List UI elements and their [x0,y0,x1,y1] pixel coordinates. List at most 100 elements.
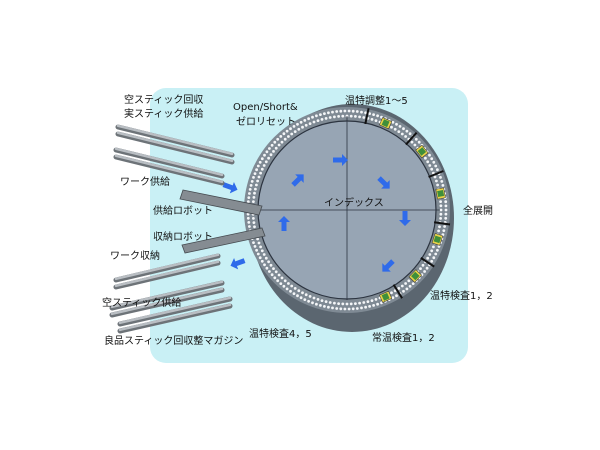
blue-arrow-icon [222,182,238,194]
ring-dot [337,115,340,118]
ring-dot [301,291,304,295]
label-temp-adjust: 温特調整1～5 [345,96,408,107]
ring-dot [421,263,425,267]
ring-dot [380,301,383,305]
ring-dot [272,150,275,153]
ring-dot [324,117,328,120]
ring-dot [333,301,336,305]
ring-dot [324,300,328,303]
ring-dot [258,256,262,260]
station-tick [364,108,370,125]
ring-dot [250,180,254,183]
ring-dot [426,256,430,260]
ring-dot [443,225,446,228]
arrow-shape [399,211,411,226]
ring-dot [345,302,349,306]
ring-dot [290,132,294,136]
label-index: インデックス [324,198,384,209]
blue-arrow-icon [382,259,395,272]
ring-dot [297,289,301,293]
ring-dot [257,175,261,179]
arrow-shape [230,258,246,270]
ring-dot [376,114,379,118]
ring-dot [273,276,277,280]
ring-dot [444,208,448,212]
ring-dot [360,110,363,114]
ring-dot [252,196,256,199]
ring-dot [319,113,322,116]
ring-dot [351,109,355,113]
ring-dot [258,160,262,164]
ring-dot [432,160,436,164]
ring-dot [297,127,301,131]
ring-dot [301,125,304,129]
ring-dot [343,109,347,113]
ring-dot [433,175,437,179]
ring-pocket-dots [246,109,448,311]
ring-dot [430,157,434,161]
ring-dot [267,156,270,160]
ring-dot [419,267,422,270]
ring-dot [249,184,253,187]
ring-dot [307,299,310,303]
ring-dot [335,110,339,113]
ring-dot [372,304,375,307]
stick-good-magazine-1 [118,296,232,325]
ring-dot [272,267,275,270]
ring-dot [434,164,438,168]
ring-dot [364,305,367,309]
ring-dot [316,119,320,122]
station-ticks [364,108,451,299]
ring-dot [438,225,441,229]
ring-dot [425,266,429,270]
ring-dot [277,143,281,147]
robot-arms [179,189,266,254]
ring-dot [252,221,256,225]
ring-dot [374,119,378,122]
ring-dot [417,140,421,144]
ring-dot [254,187,257,191]
ring-dot [293,287,297,290]
ring-dot [256,179,259,183]
ring-dot [355,110,359,113]
ring-dot [393,127,397,131]
station-tick [392,284,403,299]
ring-dot [442,229,446,233]
test-station-icon [431,233,444,246]
ring-dot [299,296,303,300]
ring-dot [368,305,371,308]
blue-arrow-icon [377,176,390,189]
ring-dot [276,137,280,141]
station-chip [381,292,390,301]
blue-arrow-icon [333,154,348,166]
stick-work-supply-2 [114,154,224,184]
ring-dot [436,183,439,187]
ring-dot [260,167,264,171]
ring-dot [256,237,259,241]
ring-dot [397,130,401,134]
ring-dot [408,284,412,288]
ring-dot [424,156,427,160]
ring-dot [398,125,402,128]
ring-dot [289,289,292,293]
ring-dot [289,127,292,131]
ring-dot [303,119,307,122]
ring-dot [358,115,361,119]
ring-dot [312,296,316,300]
station-tick [420,257,435,268]
ring-dot [264,256,268,260]
station-tick [428,170,444,178]
ring-dot [436,248,439,252]
arrow-shape [291,174,304,187]
ring-dot [380,115,383,119]
ring-dot [439,212,443,216]
ring-dot [263,153,266,157]
supply-robot-arm [179,189,263,216]
ring-dot [444,204,448,208]
ring-dot [440,180,444,183]
ring-dot [274,270,278,274]
ring-dot [335,307,339,310]
ring-dot [303,298,307,301]
ring-dot [328,116,332,119]
stick-rails [109,124,235,334]
